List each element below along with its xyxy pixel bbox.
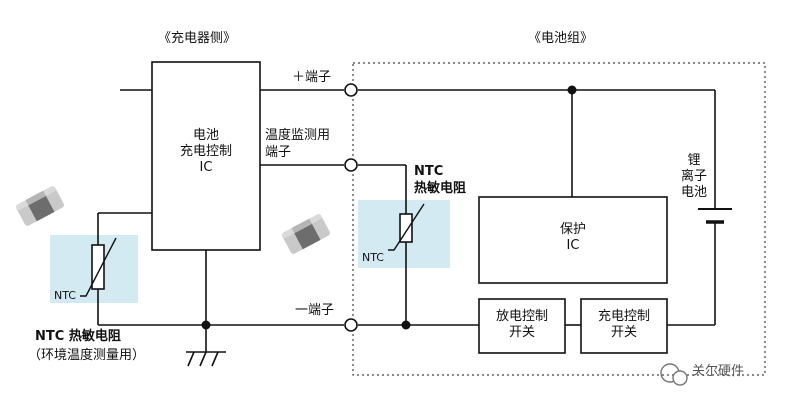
charge-switch-box — [580, 298, 668, 354]
wires — [97, 89, 716, 352]
positive-terminal — [344, 83, 358, 97]
temp-terminal-label-1: 温度监测用 — [265, 128, 331, 143]
ntc-battery-symbol — [388, 203, 425, 251]
ntc-charger-caption: NTC 热敏电阻 — [35, 329, 121, 344]
ground-symbol — [186, 351, 226, 367]
battery-pack-boundary — [352, 62, 766, 376]
positive-terminal-label: ＋端子 — [292, 70, 332, 85]
protect-ic-label: 保护 IC — [559, 222, 586, 253]
watermark-text: 关尔硬件 — [692, 364, 745, 379]
ntc-charger-tag: NTC — [54, 289, 76, 302]
discharge-switch-label: 放电控制 开关 — [495, 309, 548, 340]
chip-resistor-middle — [281, 214, 331, 254]
junction-dots — [201, 85, 577, 330]
lithium-cell-label: 锂 离子 电池 — [680, 153, 707, 200]
protect-ic-box — [478, 196, 668, 284]
discharge-switch-box — [478, 298, 566, 354]
ntc-battery-label-1: NTC — [414, 164, 444, 179]
negative-terminal — [344, 318, 358, 332]
ntc-charger-symbol — [80, 237, 117, 297]
charger-ic-label: 电池 充电控制 IC — [179, 128, 232, 175]
battery-cell-symbol — [698, 208, 732, 224]
charge-switch-label: 充电控制 开关 — [597, 309, 650, 340]
terminals — [344, 83, 358, 332]
charger-side-heading: 《充电器侧》 — [158, 31, 237, 46]
ntc-battery-label-2: 热敏电阻 — [414, 181, 467, 196]
negative-terminal-label: 一端子 — [295, 303, 335, 318]
temp-terminal-label-2: 端子 — [265, 145, 292, 160]
chip-resistor-left — [15, 186, 65, 226]
wechat-icon — [660, 363, 688, 386]
ntc-battery-tag: NTC — [362, 251, 384, 264]
temp-terminal — [344, 158, 358, 172]
ntc-charger-purpose: （环境温度测量用） — [28, 348, 146, 363]
battery-pack-heading: 《电池组》 — [528, 31, 594, 46]
